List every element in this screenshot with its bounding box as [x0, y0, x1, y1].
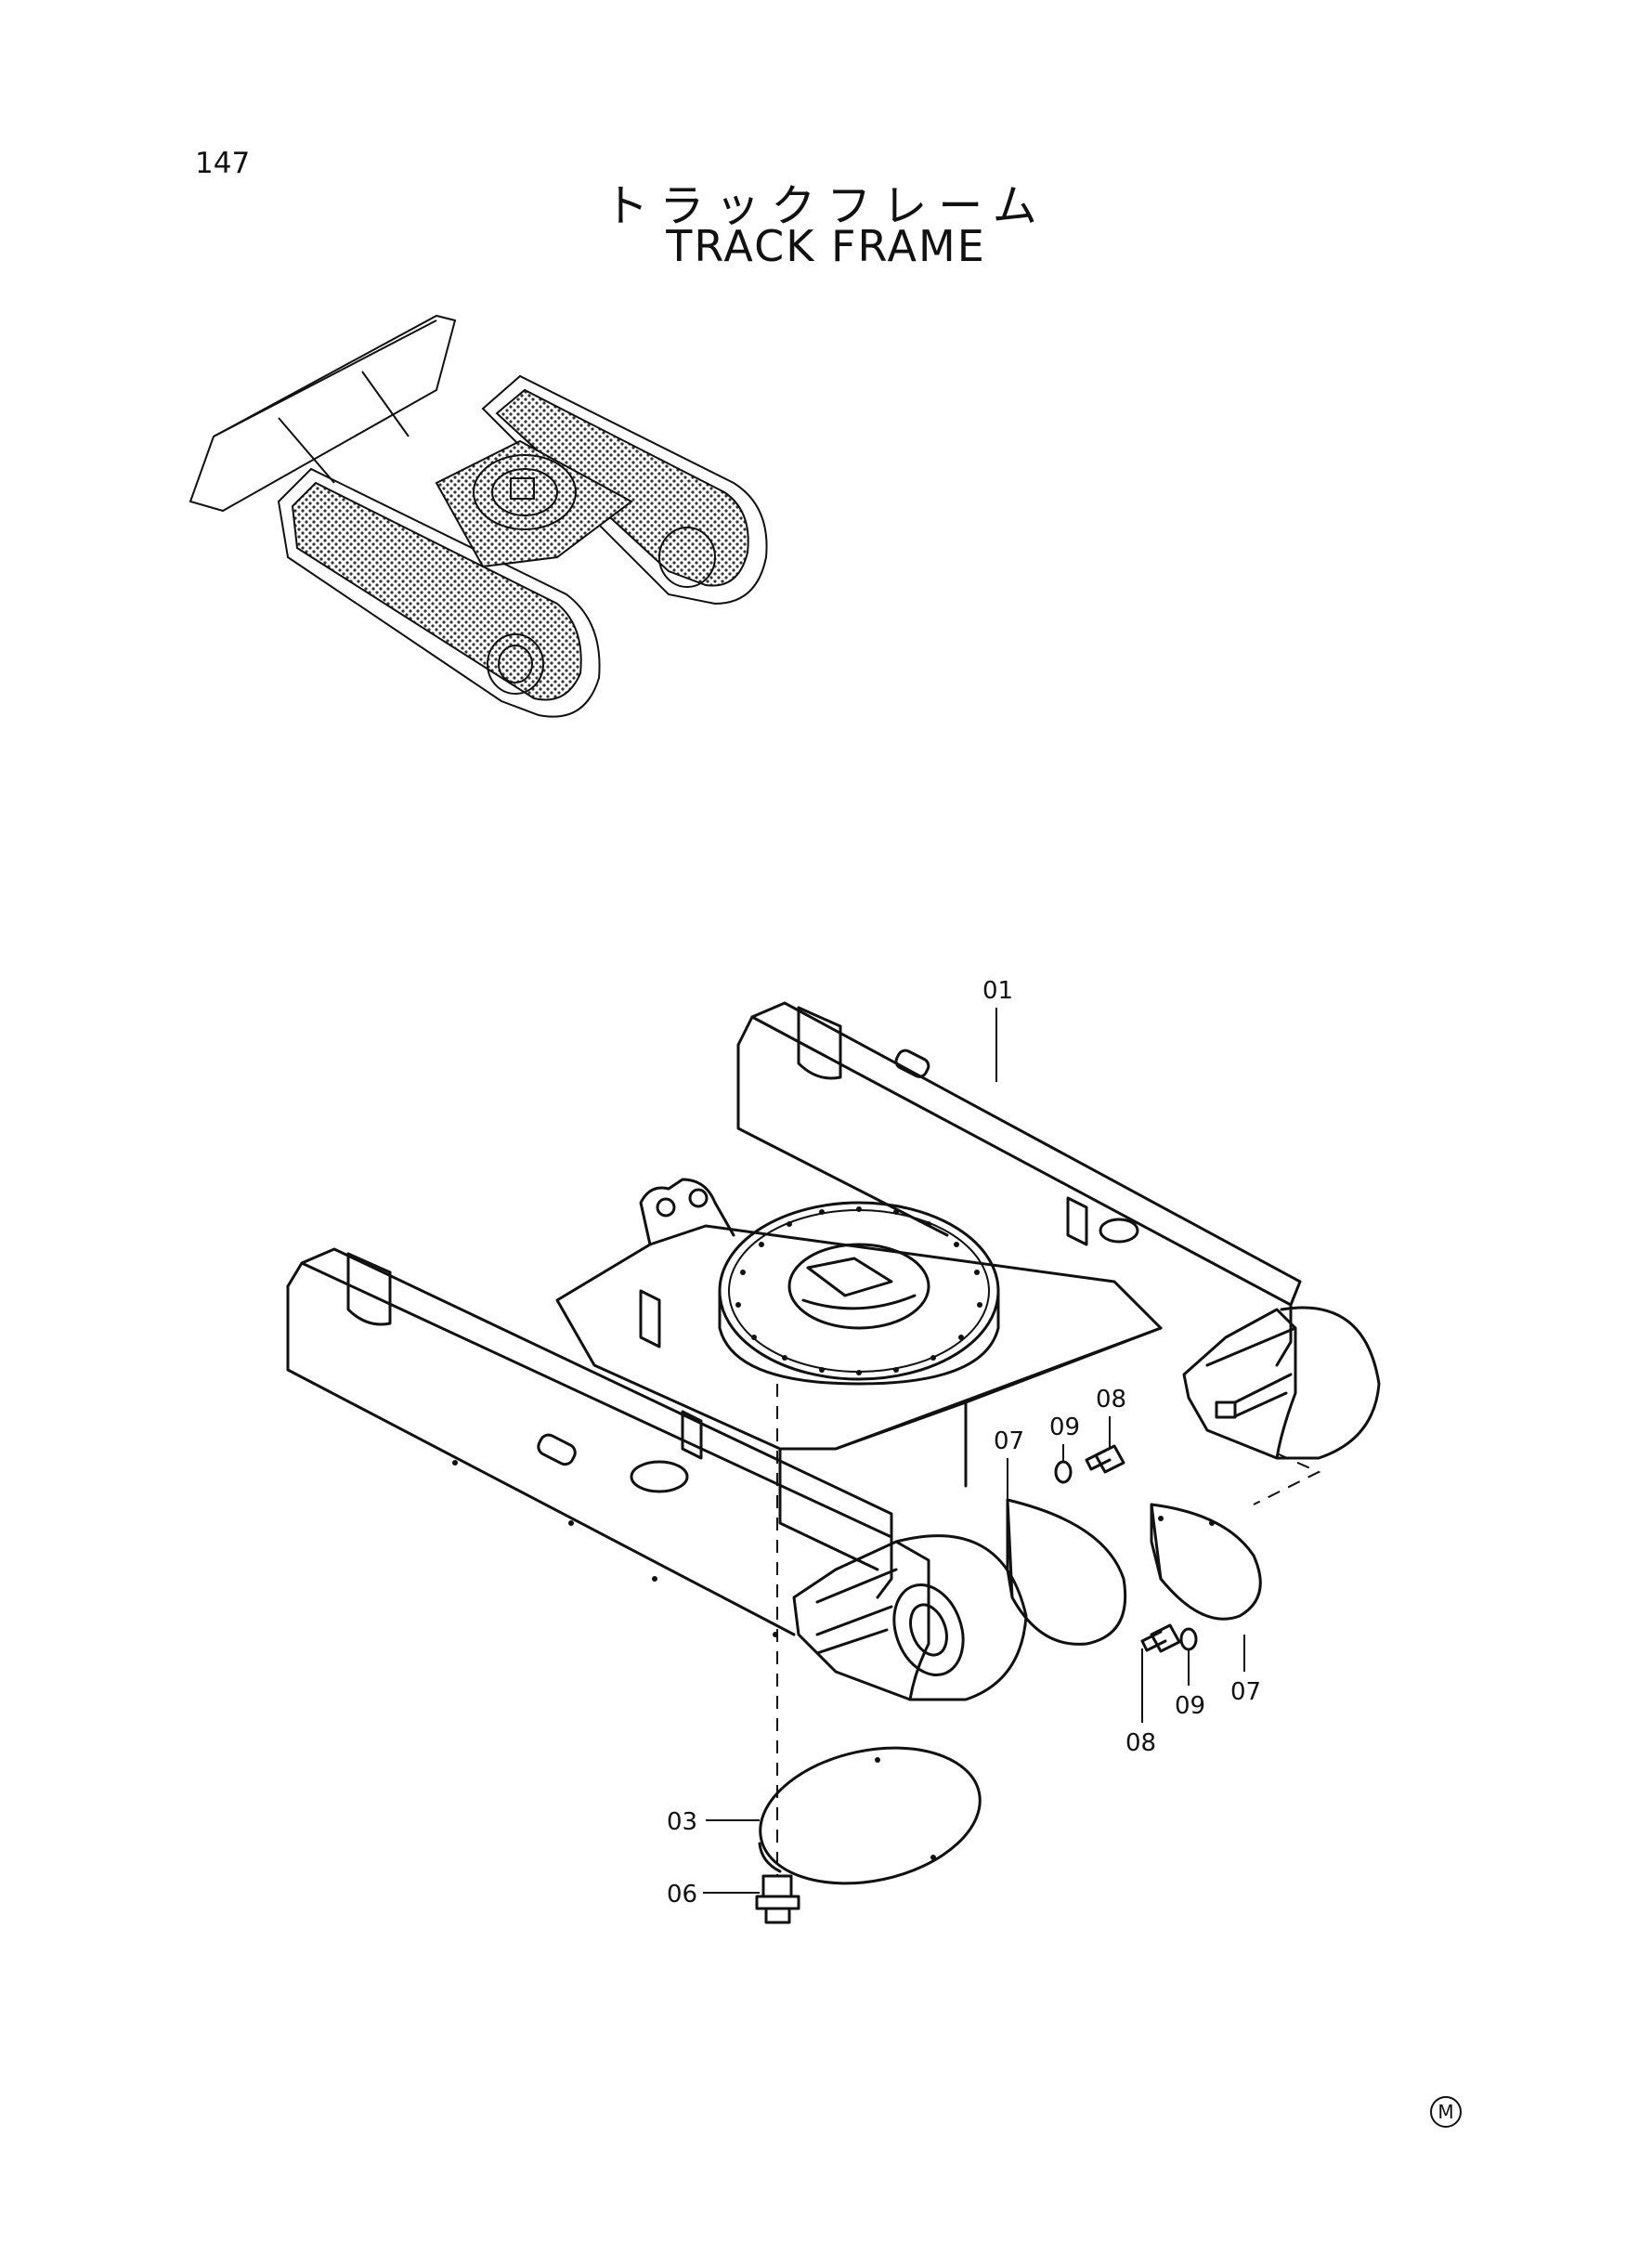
callout-09b: 09	[1175, 1692, 1205, 1720]
callout-08a: 08	[1096, 1386, 1126, 1414]
callout-07b: 07	[1230, 1678, 1261, 1706]
page-number: 147	[195, 147, 251, 180]
callout-07a: 07	[994, 1427, 1024, 1455]
track-frame-drawing	[286, 1001, 1381, 1924]
circle-m-mark: M	[1430, 2096, 1462, 2128]
page-title-jp: トラックフレーム	[604, 180, 1048, 232]
overview-thumbnail	[189, 314, 768, 718]
callout-03: 03	[667, 1808, 697, 1836]
page-title-en: TRACK FRAME	[666, 221, 986, 271]
callout-06: 06	[667, 1881, 697, 1909]
callout-08b: 08	[1125, 1729, 1156, 1757]
callout-01: 01	[982, 977, 1013, 1005]
callout-09a: 09	[1049, 1414, 1080, 1441]
